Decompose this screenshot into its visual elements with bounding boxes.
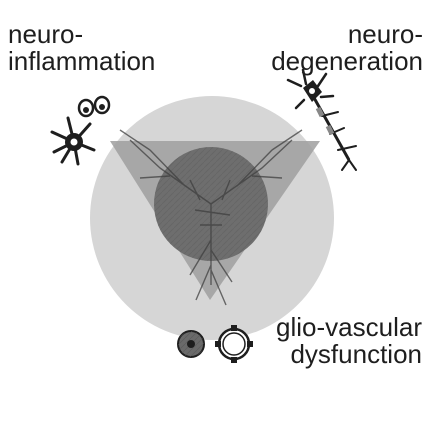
- label-line: neuro-: [347, 19, 423, 49]
- vessel-branches: [119, 129, 303, 306]
- label-gliovascular-dysfunction: glio-vascular dysfunction: [276, 314, 422, 368]
- label-line: glio-vascular: [276, 312, 422, 342]
- blood-vessel-icon: [215, 325, 253, 363]
- label-line: inflammation: [8, 46, 156, 76]
- label-line: dysfunction: [290, 339, 422, 369]
- neuron-icon: [286, 68, 357, 171]
- label-line: neuro-: [8, 19, 84, 49]
- neutrophil-icon: [77, 95, 111, 118]
- label-neuroinflammation: neuro- inflammation: [8, 21, 155, 75]
- microglia-icon: [50, 116, 96, 166]
- label-neurodegeneration: neuro- degeneration: [271, 21, 423, 75]
- astrocyte-icon: [177, 330, 205, 358]
- label-line: degeneration: [271, 46, 423, 76]
